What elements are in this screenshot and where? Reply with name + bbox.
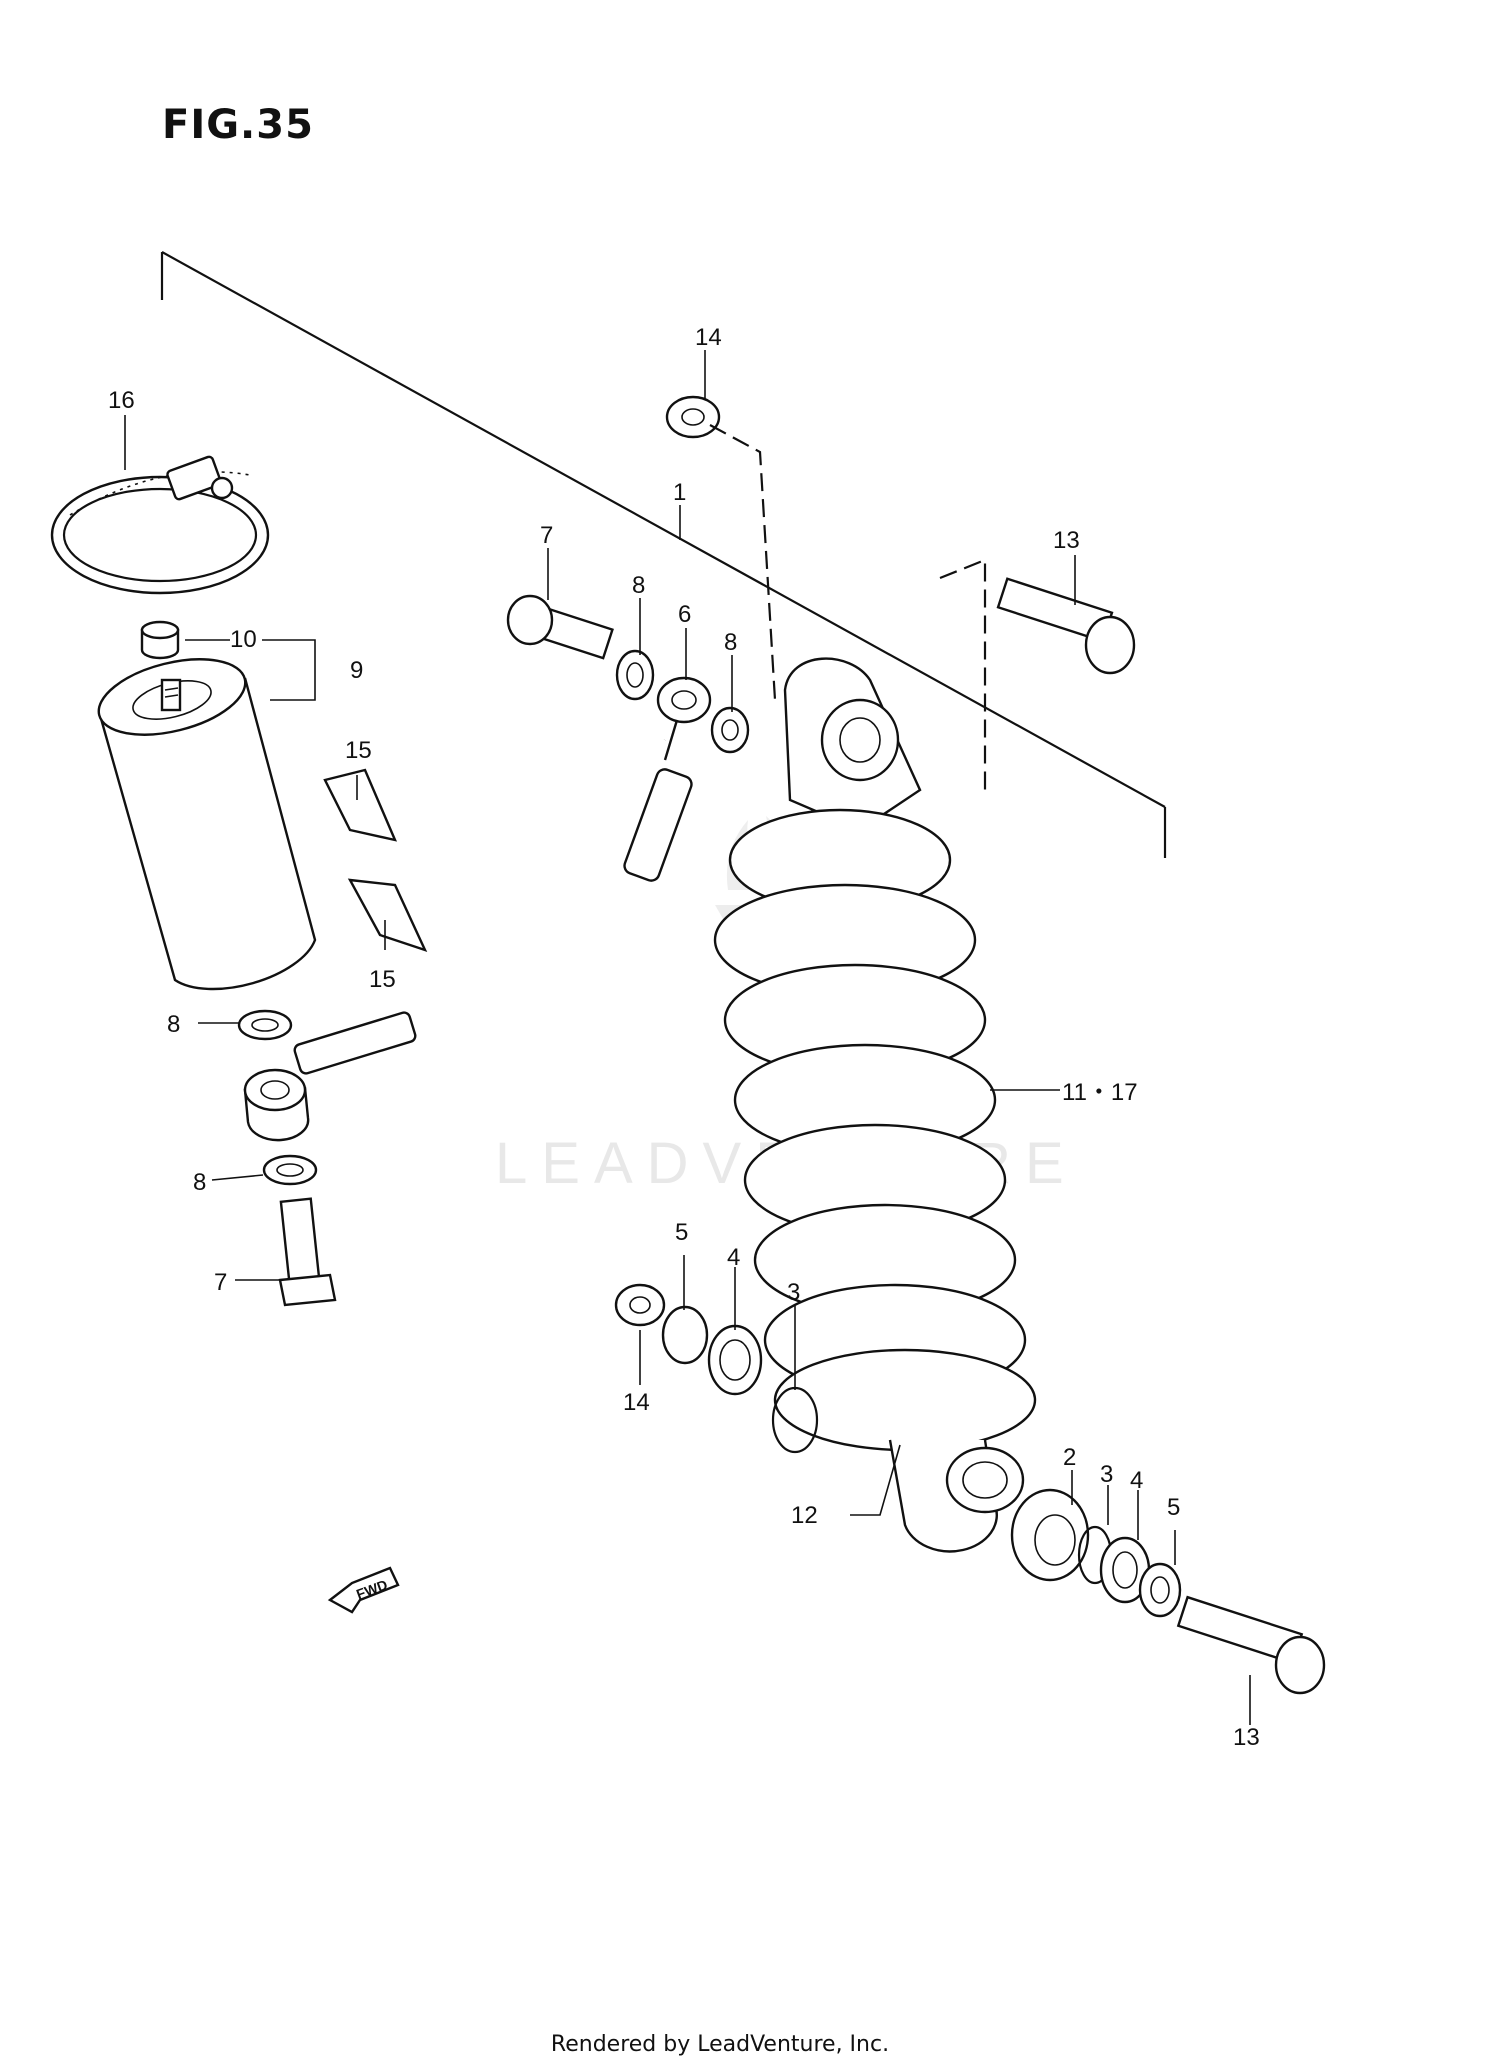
callout-7-top: 7	[540, 522, 553, 549]
mounting-bolts	[996, 577, 1326, 1695]
callout-10: 10	[230, 626, 257, 653]
figure-title: FIG.35	[162, 102, 314, 148]
footer-credit: Rendered by LeadVenture, Inc.	[550, 2032, 890, 2057]
callout-16: 16	[108, 387, 135, 414]
callout-4-left: 4	[727, 1244, 740, 1271]
assembly-guide-lines	[709, 424, 987, 790]
callout-8-mid: 8	[167, 1011, 180, 1038]
callout-numbers: 14 16 1 7 8 6 8 13 10 9 15 15 8 8 7 11・1…	[108, 324, 1260, 1751]
valve-cap	[140, 620, 180, 660]
callout-3-left: 3	[787, 1279, 800, 1306]
callout-8-top-left: 8	[632, 572, 645, 599]
callout-13-top: 13	[1053, 527, 1080, 554]
brake-hose	[293, 676, 712, 1075]
callout-2: 2	[1063, 1444, 1076, 1471]
callout-14-bottom: 14	[623, 1389, 650, 1416]
callout-8-top-right: 8	[724, 629, 737, 656]
callout-15-bottom: 15	[369, 966, 396, 993]
caution-labels	[323, 768, 428, 953]
assembly-bracket	[160, 251, 1167, 858]
union-bolts	[278, 594, 614, 1307]
callout-6: 6	[678, 601, 691, 628]
lower-banjo	[243, 1068, 310, 1142]
callout-15-top: 15	[345, 737, 372, 764]
shock-absorber	[713, 657, 1037, 1553]
callout-11-17: 11・17	[1062, 1079, 1138, 1106]
callout-8-bottom: 8	[193, 1169, 206, 1196]
callout-1: 1	[673, 479, 686, 506]
hose-clamp	[50, 455, 270, 595]
washers	[237, 649, 750, 1186]
callout-7-bottom: 7	[214, 1269, 227, 1296]
callout-5-right: 5	[1167, 1494, 1180, 1521]
reservoir-tank	[97, 658, 317, 991]
leader-lines	[124, 350, 1251, 1725]
nuts	[614, 395, 721, 1327]
callout-4-right: 4	[1130, 1467, 1143, 1494]
callout-12: 12	[791, 1502, 818, 1529]
callout-3-right: 3	[1100, 1461, 1113, 1488]
callout-9: 9	[350, 657, 363, 684]
callout-13-bottom: 13	[1233, 1724, 1260, 1751]
callout-5-left: 5	[675, 1219, 688, 1246]
callout-14-top: 14	[695, 324, 722, 351]
forward-arrow: FWD	[327, 1566, 400, 1614]
bearing-and-seals	[661, 1305, 1182, 1618]
